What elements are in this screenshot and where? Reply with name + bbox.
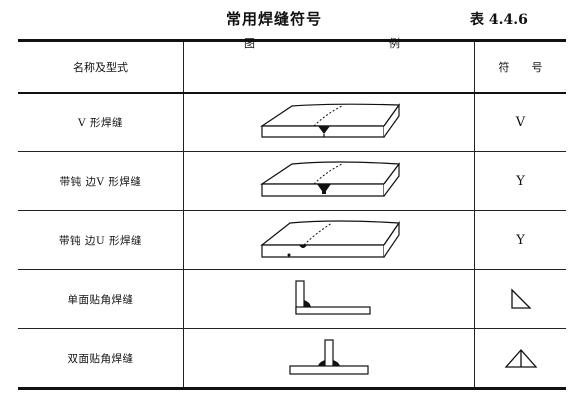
row-name: 带钝 边U 形焊缝	[18, 210, 184, 270]
row-symbol	[475, 329, 567, 389]
v-groove-plate-icon	[260, 103, 401, 138]
table-caption: 常用焊缝符号 表 4.4.6	[0, 8, 580, 30]
row-symbol: Y	[516, 232, 525, 248]
row-name: 双面贴角焊缝	[18, 328, 184, 389]
row-name: 单面贴角焊缝	[18, 269, 184, 329]
single-fillet-joint-icon	[295, 280, 371, 315]
row-name: V 形焊缝	[18, 92, 184, 152]
double-fillet-joint-icon	[289, 339, 369, 375]
row-symbol	[475, 270, 567, 329]
table-title: 常用焊缝符号	[226, 10, 323, 28]
row-figure	[183, 210, 475, 270]
row-figure	[183, 328, 475, 389]
blunt-v-groove-plate-icon	[260, 161, 401, 197]
header-symbol-right: 号	[531, 60, 543, 74]
table-row: 双面贴角焊缝	[18, 328, 567, 389]
table-number: 表 4.4.6	[470, 12, 528, 28]
table-row: 带钝 边V 形焊缝 Y	[18, 151, 566, 211]
right-triangle-icon	[510, 288, 532, 309]
header-symbol-left: 符	[498, 60, 510, 74]
header-name: 名称及型式	[18, 40, 184, 93]
header-symbol: 符号	[475, 41, 567, 93]
table-row: V 形焊缝 V	[18, 92, 566, 152]
row-name: 带钝 边V 形焊缝	[18, 151, 184, 211]
header-image-right: 例	[389, 37, 400, 50]
row-figure	[183, 269, 475, 329]
blunt-u-groove-plate-icon	[260, 220, 401, 258]
header-image: 图 例	[183, 37, 475, 93]
row-symbol: V	[515, 114, 526, 130]
double-triangle-icon	[504, 349, 537, 368]
row-symbol: Y	[516, 173, 525, 189]
header-image-left: 图	[244, 37, 255, 50]
table-header-row: 名称及型式 图 例 符号	[18, 37, 567, 93]
row-figure	[183, 151, 475, 211]
table-row: 带钝 边U 形焊缝 Y	[18, 210, 566, 270]
row-figure	[183, 92, 475, 152]
weld-symbol-table: 名称及型式 图 例 符号 V 形焊缝	[18, 37, 567, 390]
table-row: 单面贴角焊缝	[18, 269, 567, 329]
